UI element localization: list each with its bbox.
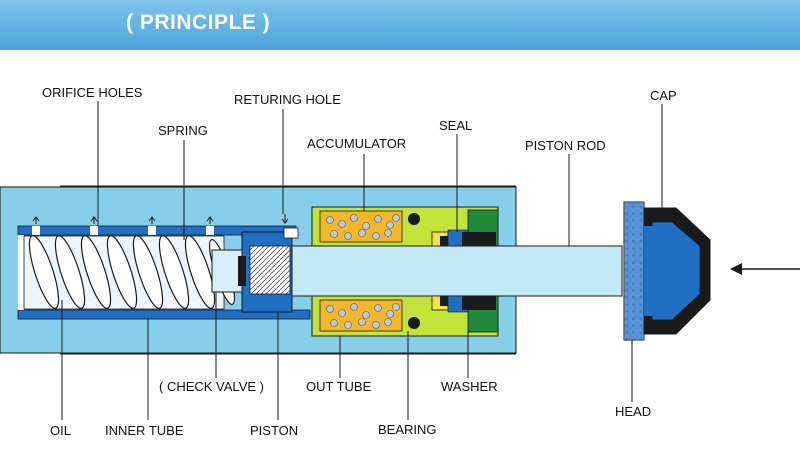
- label-piston: PISTON: [250, 423, 299, 438]
- label-inner-tube: INNER TUBE: [105, 423, 184, 438]
- label-cap: CAP: [650, 88, 677, 103]
- label-returning-hole: RETURING HOLE: [234, 92, 341, 107]
- label-head: HEAD: [615, 404, 652, 419]
- page-title: ( PRINCIPLE ): [126, 11, 271, 34]
- label-spring: SPRING: [158, 123, 208, 138]
- inner-tube-bottom-wall: [17, 309, 311, 320]
- seal-ring-bottom: [408, 317, 420, 329]
- label-orifice-holes: ORIFICE HOLES: [42, 85, 143, 100]
- label-check-valve: ( CHECK VALVE ): [159, 379, 264, 394]
- header-banner: ( PRINCIPLE ): [0, 0, 800, 50]
- piston-rod: [291, 245, 623, 297]
- label-accumulator: ACCUMULATOR: [307, 136, 407, 151]
- label-out-tube: OUT TUBE: [306, 379, 372, 394]
- leader-lines: [61, 101, 663, 420]
- seal-ring-top: [408, 213, 420, 225]
- label-seal: SEAL: [439, 118, 473, 133]
- label-washer: WASHER: [441, 379, 498, 394]
- label-oil: OIL: [50, 423, 71, 438]
- orifice-arrows: [32, 214, 289, 224]
- label-piston-rod: PISTON ROD: [525, 138, 606, 153]
- label-bearing: BEARING: [378, 422, 437, 437]
